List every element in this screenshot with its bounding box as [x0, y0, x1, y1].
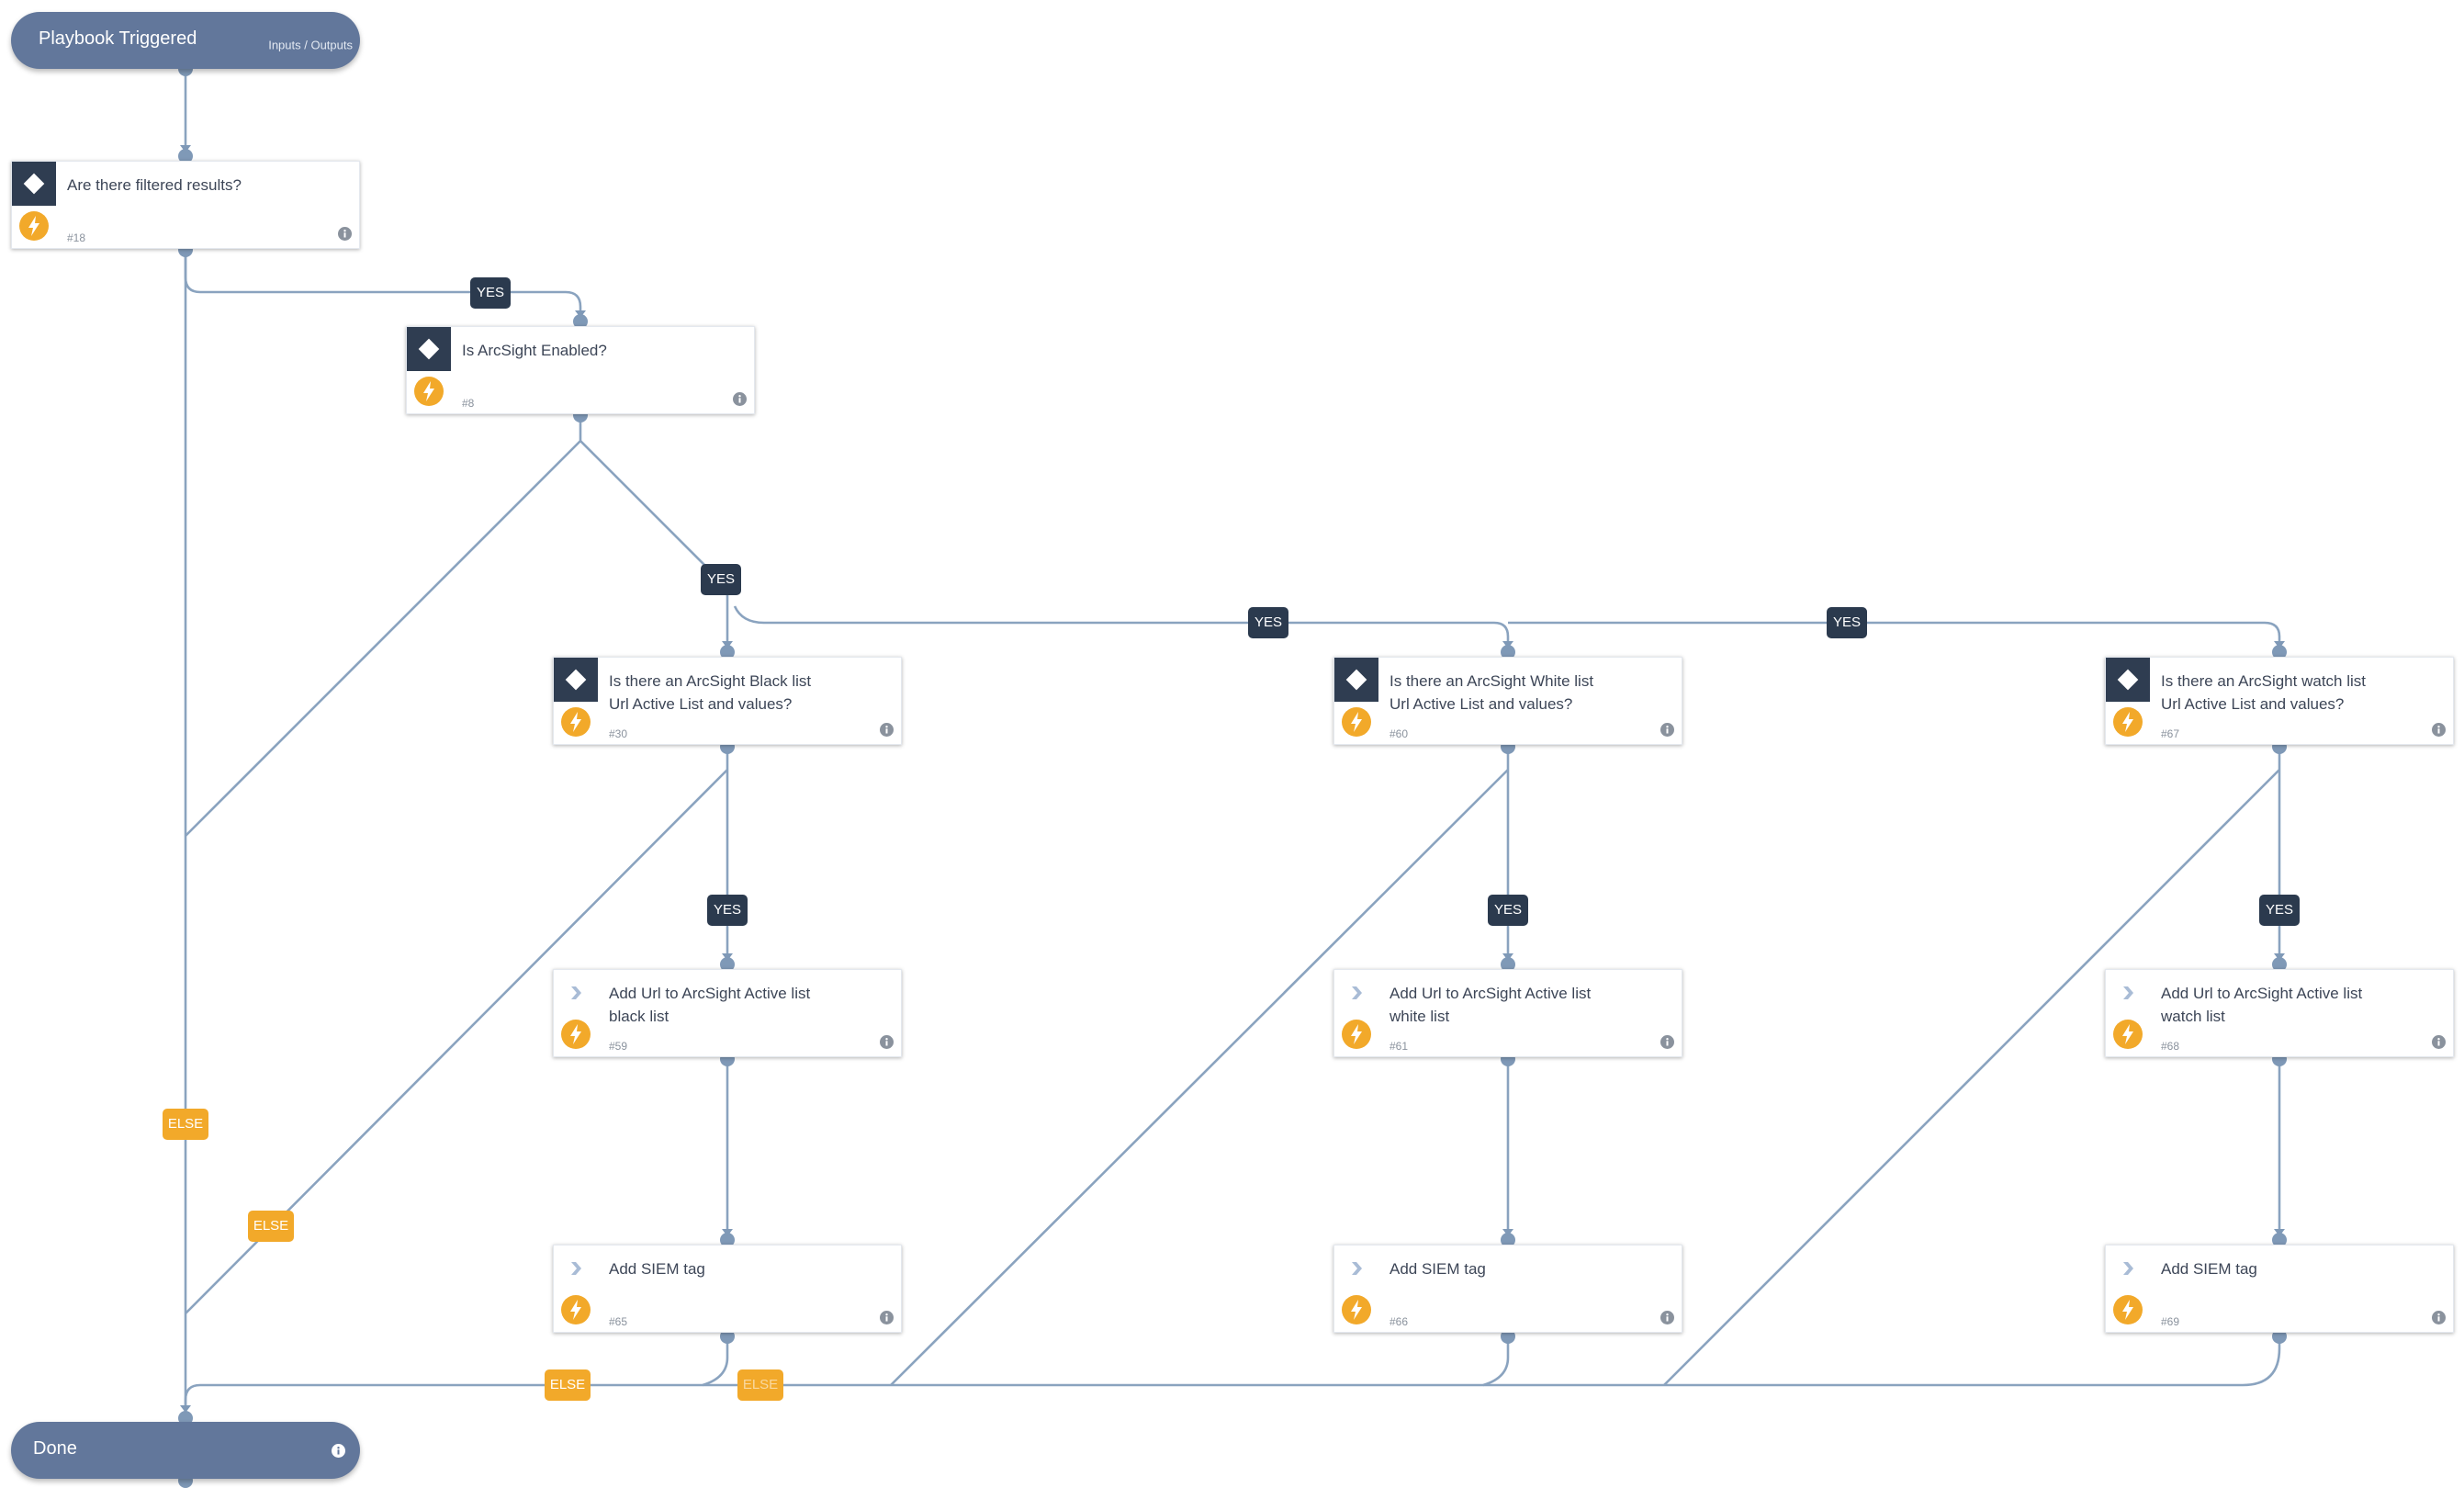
edge-8-yes-diagonal: [579, 440, 722, 582]
task-id: #65: [609, 1315, 628, 1328]
info-icon[interactable]: [2432, 1311, 2446, 1324]
edge-8-yes-to-60: [733, 605, 1510, 652]
task-id: #59: [609, 1040, 628, 1053]
task-card-67[interactable]: Is there an ArcSight watch list Url Acti…: [2105, 657, 2454, 745]
task-id: #67: [2161, 727, 2180, 740]
task-card-69[interactable]: Add SIEM tag #69: [2105, 1245, 2454, 1333]
connector-dots: [178, 62, 2287, 1488]
task-title: Add Url to ArcSight Active list black li…: [609, 985, 811, 1025]
inputs-outputs-link[interactable]: Inputs / Outputs: [268, 38, 353, 52]
task-title: Is there an ArcSight Black list Url Acti…: [609, 672, 812, 713]
lightning-bolt-icon: [2113, 1020, 2143, 1049]
lightning-bolt-icon: [561, 1020, 591, 1049]
diamond-icon: [1334, 658, 1378, 702]
info-icon[interactable]: [880, 1035, 894, 1049]
task-card-18[interactable]: Are there filtered results? #18: [11, 161, 360, 249]
chevron-right-icon: [2123, 986, 2133, 999]
yes-label-67[interactable]: YES: [2259, 895, 2300, 926]
lightning-bolt-icon: [1342, 1295, 1371, 1324]
task-title: Add SIEM tag: [1390, 1260, 1486, 1278]
task-id: #66: [1390, 1315, 1409, 1328]
lightning-bolt-icon: [561, 1295, 591, 1324]
info-icon[interactable]: [338, 227, 352, 241]
task-title: Is there an ArcSight White list Url Acti…: [1390, 672, 1594, 713]
info-icon[interactable]: [332, 1444, 345, 1462]
start-title: Playbook Triggered: [39, 28, 197, 49]
diamond-icon: [12, 162, 56, 206]
lightning-bolt-icon: [19, 211, 49, 241]
edge-60-else-diagonal: [890, 769, 1509, 1386]
arrow-heads: [180, 145, 2285, 1413]
chevron-right-icon: [1352, 986, 1362, 999]
task-card-66[interactable]: Add SIEM tag #66: [1333, 1245, 1682, 1333]
edge-merge-to-done: [184, 1383, 201, 1414]
task-card-65[interactable]: Add SIEM tag #65: [553, 1245, 902, 1333]
else-label-8[interactable]: ELSE: [545, 1369, 591, 1401]
task-title: Add Url to ArcSight Active list watch li…: [2161, 985, 2363, 1025]
task-id: #68: [2161, 1040, 2180, 1053]
chevron-right-icon: [571, 986, 581, 999]
done-node[interactable]: Done: [11, 1422, 360, 1479]
task-id: #69: [2161, 1315, 2180, 1328]
edge-67-else-diagonal: [1663, 769, 2280, 1386]
info-icon[interactable]: [1660, 1035, 1674, 1049]
yes-label-8[interactable]: YES: [701, 564, 741, 595]
task-id: #18: [67, 231, 86, 244]
edge-8-else-diagonal: [185, 415, 582, 837]
info-icon[interactable]: [2432, 1035, 2446, 1049]
end-title: Done: [33, 1438, 77, 1459]
task-card-60[interactable]: Is there an ArcSight White list Url Acti…: [1333, 657, 1682, 745]
task-title: Is there an ArcSight watch list Url Acti…: [2161, 672, 2366, 713]
lightning-bolt-icon: [414, 377, 444, 406]
chevron-right-icon: [571, 1262, 581, 1275]
task-card-68[interactable]: Add Url to ArcSight Active list watch li…: [2105, 969, 2454, 1057]
yes-label-30[interactable]: YES: [707, 895, 748, 926]
yes-label-to-60[interactable]: YES: [1248, 607, 1288, 638]
task-card-30[interactable]: Is there an ArcSight Black list Url Acti…: [553, 657, 902, 745]
task-card-59[interactable]: Add Url to ArcSight Active list black li…: [553, 969, 902, 1057]
task-title: Add Url to ArcSight Active list white li…: [1390, 985, 1592, 1025]
lightning-bolt-icon: [1342, 707, 1371, 737]
yes-label-60[interactable]: YES: [1488, 895, 1528, 926]
else-label-30[interactable]: ELSE: [248, 1211, 294, 1242]
playbook-triggered-node[interactable]: Playbook Triggered Inputs / Outputs: [11, 12, 360, 69]
task-title: Are there filtered results?: [67, 176, 242, 194]
task-id: #60: [1390, 727, 1409, 740]
info-icon[interactable]: [733, 392, 747, 406]
task-card-61[interactable]: Add Url to ArcSight Active list white li…: [1333, 969, 1682, 1057]
diamond-icon: [2106, 658, 2150, 702]
else-label-60[interactable]: ELSE: [737, 1369, 783, 1401]
lightning-bolt-icon: [561, 707, 591, 737]
info-icon[interactable]: [880, 1311, 894, 1324]
task-title: Add SIEM tag: [2161, 1260, 2257, 1278]
yes-label-to-67[interactable]: YES: [1827, 607, 1867, 638]
task-title: Is ArcSight Enabled?: [462, 342, 607, 359]
edge-65-to-merge: [702, 1336, 729, 1387]
else-label-18[interactable]: ELSE: [163, 1109, 208, 1140]
yes-label-18[interactable]: YES: [470, 277, 511, 309]
diamond-icon: [554, 658, 598, 702]
edge-8-yes-to-67: [1508, 621, 2281, 652]
task-card-8[interactable]: Is ArcSight Enabled? #8: [406, 326, 755, 414]
edge-18-yes-to-8: [184, 250, 582, 321]
chevron-right-icon: [1352, 1262, 1362, 1275]
chevron-right-icon: [2123, 1262, 2133, 1275]
edge-66-to-merge: [1482, 1336, 1510, 1387]
info-icon[interactable]: [1660, 1311, 1674, 1324]
task-id: #8: [462, 397, 475, 410]
task-title: Add SIEM tag: [609, 1260, 705, 1278]
info-icon[interactable]: [2432, 723, 2446, 737]
lightning-bolt-icon: [1342, 1020, 1371, 1049]
lightning-bolt-icon: [2113, 1295, 2143, 1324]
info-icon[interactable]: [1660, 723, 1674, 737]
task-id: #61: [1390, 1040, 1409, 1053]
diamond-icon: [407, 327, 451, 371]
lightning-bolt-icon: [2113, 707, 2143, 737]
task-id: #30: [609, 727, 628, 740]
edge-merge-bottom: [200, 1336, 2281, 1387]
info-icon[interactable]: [880, 723, 894, 737]
